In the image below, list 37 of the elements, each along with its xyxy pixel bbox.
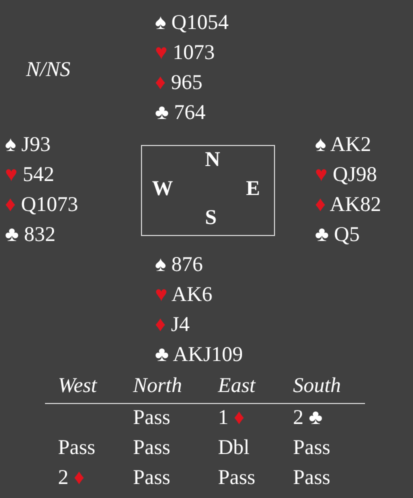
card-holding: ♦ Q1073 bbox=[5, 192, 78, 216]
bid: Pass bbox=[293, 435, 330, 459]
column-heading: East bbox=[218, 373, 256, 397]
bid: Pass bbox=[133, 465, 170, 489]
card-holding: ♦ 965 bbox=[155, 70, 202, 94]
compass-box bbox=[141, 145, 275, 236]
compass-letter: S bbox=[205, 206, 217, 228]
bid: 2 ♣ bbox=[293, 405, 323, 429]
column-heading: South bbox=[293, 373, 341, 397]
compass-letter: E bbox=[246, 177, 260, 199]
bid: 1 ♦ bbox=[218, 405, 244, 429]
card-holding: ♣ Q5 bbox=[315, 222, 360, 246]
bid: Dbl bbox=[218, 435, 250, 459]
compass-letter: N bbox=[205, 148, 220, 170]
bid: Pass bbox=[293, 465, 330, 489]
card-holding: ♠ J93 bbox=[5, 132, 51, 156]
card-holding: ♥ 542 bbox=[5, 162, 54, 186]
bid: Pass bbox=[133, 405, 170, 429]
card-holding: ♦ AK82 bbox=[315, 192, 382, 216]
card-holding: ♥ AK6 bbox=[155, 282, 212, 306]
bid: 2 ♦ bbox=[58, 465, 84, 489]
bid: Pass bbox=[133, 435, 170, 459]
card-holding: ♣ AKJ109 bbox=[155, 342, 243, 366]
card-holding: ♣ 832 bbox=[5, 222, 56, 246]
column-heading: North bbox=[133, 373, 182, 397]
compass-letter: W bbox=[152, 177, 173, 199]
card-holding: ♦ J4 bbox=[155, 312, 190, 336]
card-holding: ♠ AK2 bbox=[315, 132, 372, 156]
bid: Pass bbox=[58, 435, 96, 459]
card-holding: ♥ QJ98 bbox=[315, 162, 378, 186]
column-heading: West bbox=[58, 373, 97, 397]
card-holding: ♠ 876 bbox=[155, 252, 203, 276]
card-holding: ♥ 1073 bbox=[155, 40, 215, 64]
card-holding: ♣ 764 bbox=[155, 100, 206, 124]
vulnerability-note: N/NS bbox=[26, 57, 70, 81]
card-holding: ♠ Q1054 bbox=[155, 10, 229, 34]
bid: Pass bbox=[218, 465, 256, 489]
